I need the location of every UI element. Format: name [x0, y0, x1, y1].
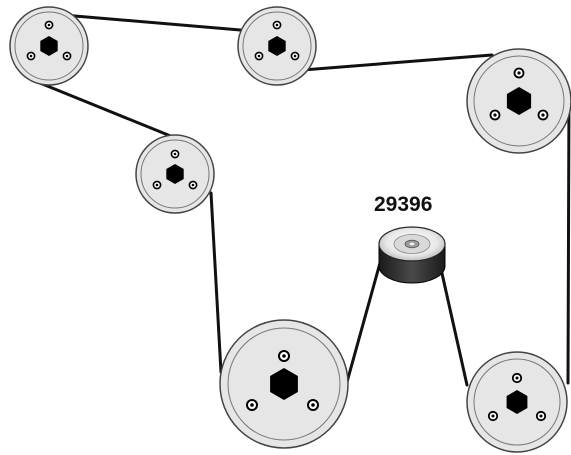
- bolt-holes: [152, 149, 198, 190]
- belt-segment-bottom-right-to-idler: [437, 258, 469, 387]
- belt-segment-top-left-to-top-center: [61, 13, 254, 33]
- pulley-top-right: [466, 48, 571, 154]
- belt-segment-middle-left-to-top-left: [33, 79, 180, 141]
- bolt-holes: [487, 372, 547, 422]
- pulley-crankshaft: [219, 319, 349, 449]
- bolt-holes: [26, 20, 72, 61]
- idler-pulley[interactable]: [378, 226, 446, 284]
- bolt-holes: [254, 20, 300, 61]
- bolt-holes: [246, 350, 319, 411]
- part-number-label: 29396: [374, 193, 432, 216]
- bolt-holes: [489, 67, 549, 121]
- pulley-top-center: [237, 6, 317, 86]
- hex-hub-icon: [268, 36, 286, 56]
- pulley-middle-left: [135, 134, 215, 214]
- hex-hub-icon: [506, 87, 532, 115]
- belt-segment-top-right-to-bottom-right: [566, 90, 571, 385]
- hex-hub-icon: [506, 390, 528, 414]
- pulley-bottom-right: [466, 351, 568, 453]
- hex-hub-icon: [166, 164, 184, 184]
- belt-segment-crankshaft-to-middle-left: [209, 191, 223, 374]
- pulley-top-left: [9, 6, 89, 86]
- hex-hub-icon: [270, 368, 298, 400]
- hex-hub-icon: [40, 36, 58, 56]
